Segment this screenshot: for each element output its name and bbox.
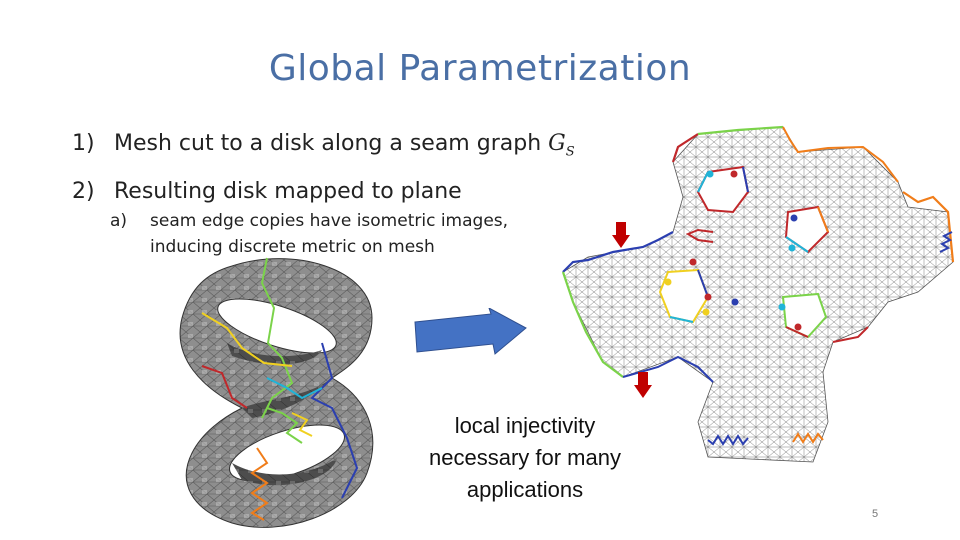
sub-bullet-a-line2: inducing discrete metric on mesh [150,237,435,258]
caption-line-2: necessary for many [429,445,621,470]
page-number: 5 [872,508,879,520]
boundary-red-right [832,326,869,343]
bullet-list: 1) Mesh cut to a disk along a seam graph… [72,130,592,260]
slide-title: Global Parametrization [268,48,692,89]
flattened-mesh-figure [561,125,955,463]
mapping-arrow-icon [414,308,527,355]
seam-green-lower [266,407,303,444]
boundary-blue-zigzag [707,434,749,446]
red-marker-top-icon [612,222,630,248]
sub-bullet-a-number: a) [110,211,128,232]
boundary-red-top [671,133,699,163]
bullet-2: 2) Resulting disk mapped to plane [72,178,592,206]
double-torus-figure [179,257,374,528]
boundary-blue-zigzag-right [939,231,953,253]
red-marker-bottom-icon [634,372,652,398]
bullet-2-text: Resulting disk mapped to plane [114,179,462,205]
boundary-green [561,271,624,378]
boundary-orange-zigzag [792,432,824,444]
seam-graph-symbol: GS [548,131,575,160]
boundary-blue-bottom-left [622,355,714,383]
hole-4 [781,292,828,339]
caption-line-1: local injectivity [454,413,596,438]
boundary-blue-left [562,231,674,273]
bullet-1-text: Mesh cut to a disk along a seam graph [114,131,549,156]
boundary-orange-right [902,191,955,263]
bullet-1-number: 1) [72,131,95,156]
sub-bullet-a: a) seam edge copies have isometric image… [72,208,592,260]
boundary-orange-top [782,126,899,183]
seam-orange-zigzag [250,447,269,521]
caption-line-3: applications [466,477,584,502]
seam-green [260,257,294,419]
seam-red [201,365,248,409]
bullet-2-number: 2) [72,179,95,205]
seam-blue [310,342,359,499]
boundary-green-top [697,125,784,136]
sub-bullet-a-line1: seam edge copies have isometric images, [150,211,509,232]
seam-cyan [266,377,323,400]
bullet-1: 1) Mesh cut to a disk along a seam graph… [72,130,592,166]
caption: local injectivity necessary for many app… [400,410,650,506]
seam-yellow [201,312,293,367]
